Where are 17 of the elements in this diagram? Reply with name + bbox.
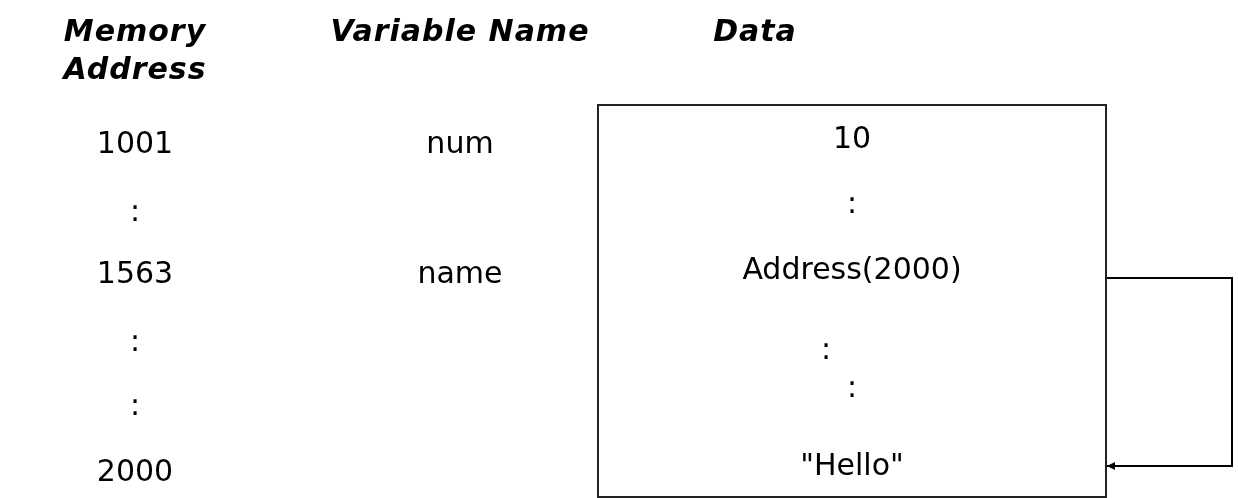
table-text: num: [426, 124, 494, 162]
memory-cell: "Hello": [597, 434, 1107, 498]
memory-cell: 10: [597, 104, 1107, 172]
memory-address: 1001: [96, 124, 174, 162]
table-text: :: [129, 386, 141, 424]
column-header: Data: [712, 12, 798, 50]
column-header: Variable Name: [330, 12, 590, 50]
memory-cell: Address(2000): [597, 236, 1107, 304]
column-header: Memory Address: [60, 12, 208, 88]
memory-address: 1563: [96, 254, 174, 292]
table-text: :: [129, 192, 141, 230]
memory-cell: : :: [597, 302, 1107, 436]
table-text: :: [129, 322, 141, 360]
table-text: name: [417, 254, 503, 292]
memory-cell: :: [597, 170, 1107, 238]
pointer-arrow: [1106, 277, 1233, 470]
memory-address: 2000: [96, 452, 174, 490]
